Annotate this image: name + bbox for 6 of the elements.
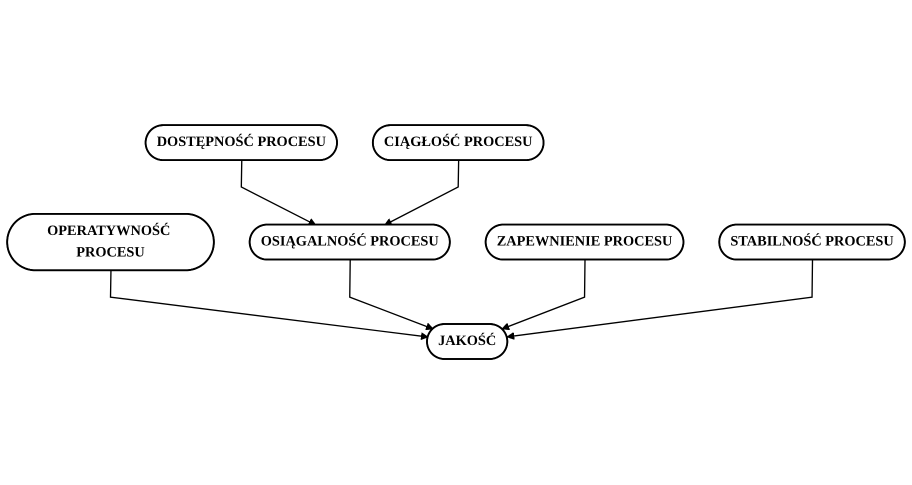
arrow <box>110 271 428 340</box>
arrow <box>502 260 586 331</box>
arrow <box>384 160 460 226</box>
arrow <box>240 160 316 226</box>
arrow <box>506 260 814 340</box>
arrow <box>349 260 434 331</box>
